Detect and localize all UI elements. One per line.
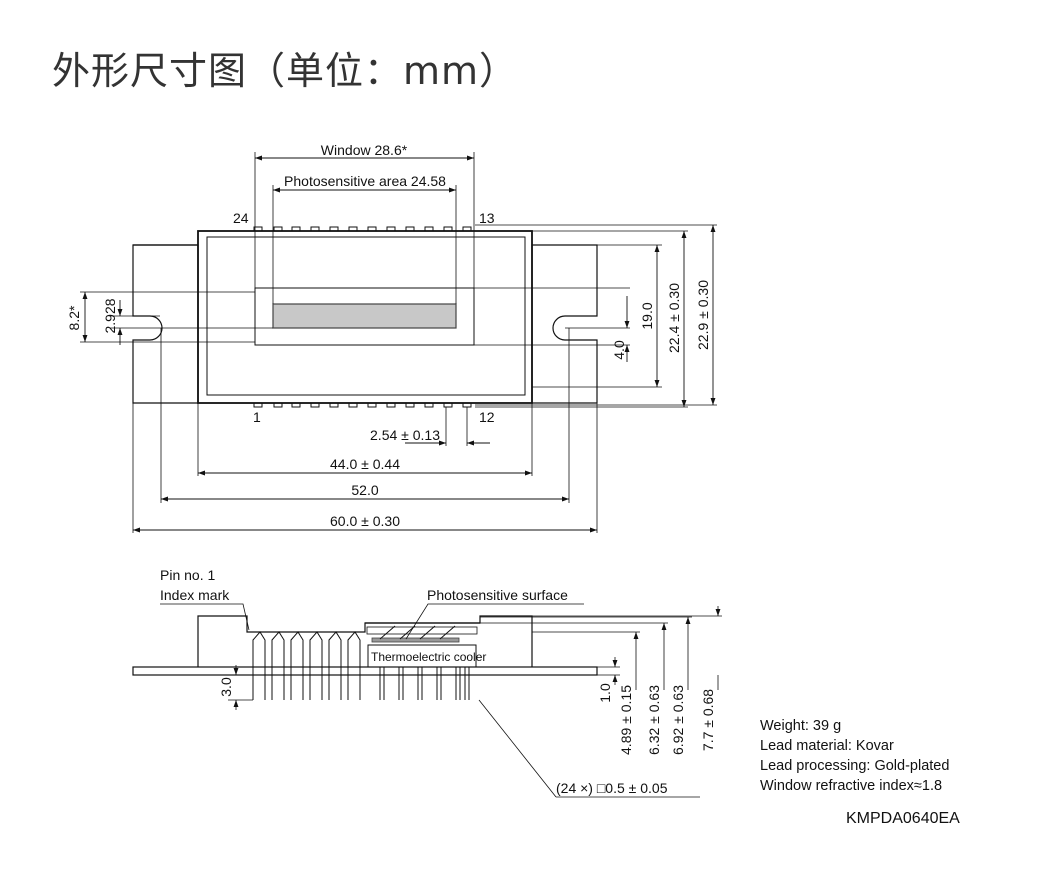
side-body [197, 615, 533, 667]
window-height-dimension: 8.2* [66, 305, 82, 330]
bottom-pin-row [253, 402, 472, 408]
body-width-dimension: 44.0 ± 0.44 [330, 456, 400, 472]
pin-1-label: 1 [253, 409, 261, 425]
side-dim-6-92: 6.92 ± 0.63 [670, 685, 686, 755]
photosensitive-surface-leader [405, 603, 584, 640]
photosensitive-area-dimension-label: Photosensitive area 24.58 [284, 173, 446, 189]
flange-outline [132, 244, 199, 404]
lead-spec-label: (24 ×) □0.5 ± 0.05 [556, 780, 668, 796]
lead-length-dimension: 3.0 [218, 677, 234, 697]
overall-width-dimension: 60.0 ± 0.30 [330, 513, 400, 529]
side-dim-7-7: 7.7 ± 0.68 [700, 689, 716, 751]
flange-outline-right [531, 244, 598, 404]
specification-notes: Weight: 39 g Lead material: Kovar Lead p… [760, 716, 949, 796]
body-height-dimension: 22.4 ± 0.30 [666, 283, 682, 353]
pin-13-label: 13 [479, 210, 495, 226]
window [254, 287, 475, 346]
hole-span-dimension: 52.0 [351, 482, 378, 498]
pin-pitch-dimension: 2.54 ± 0.13 [370, 427, 440, 443]
pin-12-label: 12 [479, 409, 495, 425]
window-frame [206, 236, 526, 396]
pin-24-label: 24 [233, 210, 249, 226]
package-body [197, 230, 533, 404]
pin-no-1-label: Pin no. 1 [160, 567, 215, 583]
active-height-dimension: 2.928 [102, 298, 118, 333]
side-flange-plate [132, 666, 598, 676]
lead-material-note: Lead material: Kovar [760, 738, 894, 754]
side-photosensitive-chip [371, 637, 460, 643]
inner-height-dimension: 19.0 [639, 302, 655, 329]
side-dim-4-89: 4.89 ± 0.15 [618, 685, 634, 755]
lead-processing-note: Lead processing: Gold-plated [760, 758, 950, 774]
side-lead-row [252, 625, 470, 700]
index-mark-label: Index mark [160, 587, 230, 603]
photosensitive-area [272, 303, 457, 329]
flange-thickness-dimension: 1.0 [597, 683, 613, 703]
thermoelectric-cooler-label: Thermoelectric cooler [371, 650, 486, 664]
photosensitive-surface-label: Photosensitive surface [427, 587, 568, 603]
window-offset-dimension: 4.0 [611, 340, 627, 360]
weight-note: Weight: 39 g [760, 718, 842, 734]
window-refractive-index-note: Window refractive index≈1.8 [760, 778, 943, 794]
side-dim-6-32: 6.32 ± 0.63 [646, 685, 662, 755]
drawing-code: KMPDA0640EA [846, 810, 960, 827]
page-title: 外形尺寸图（单位：mm） [52, 49, 519, 93]
side-window [366, 626, 478, 635]
top-pin-row [253, 226, 472, 232]
overall-height-dimension: 22.9 ± 0.30 [695, 280, 711, 350]
window-dimension-label: Window 28.6* [321, 142, 408, 158]
index-mark-leader [160, 603, 250, 631]
